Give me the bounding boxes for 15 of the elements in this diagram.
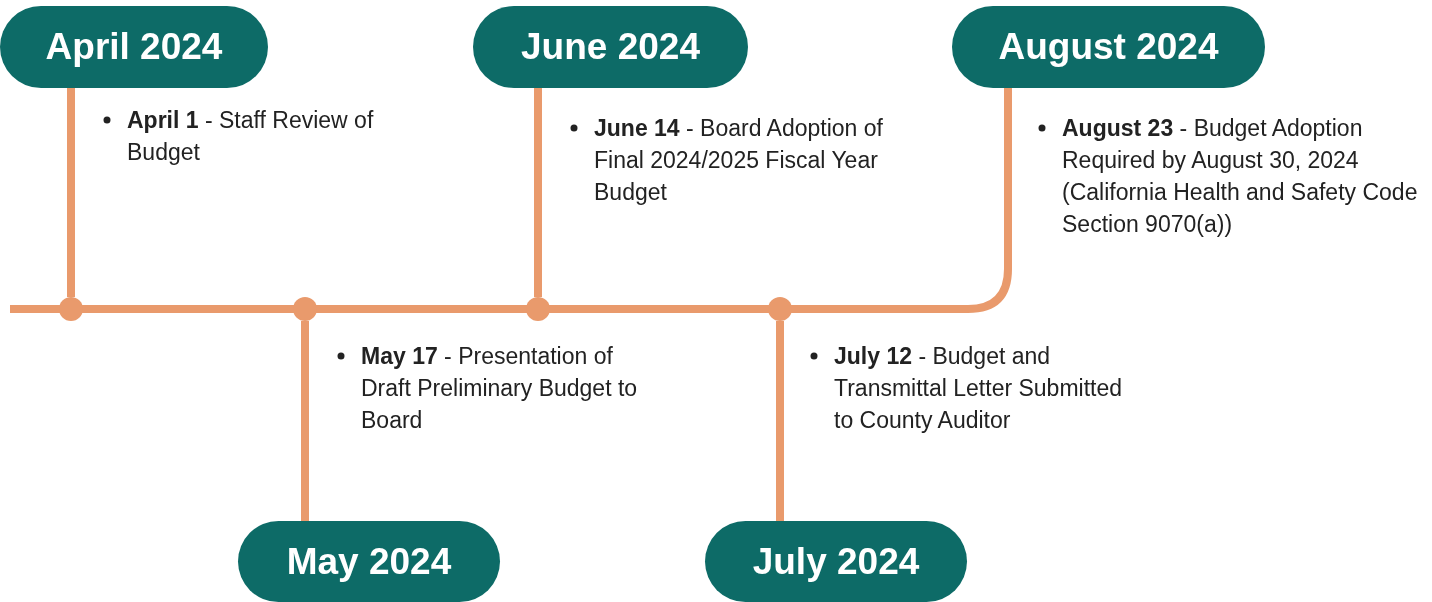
connector-line — [534, 88, 542, 297]
event-description: May 17 - Presentation of Draft Preliminary Budget to Board — [361, 342, 639, 435]
month-label: July 2024 — [705, 521, 967, 602]
event-description: August 23 - Budget Adoption Required by August 30, 2024 (California Health and Safety Code Section 9070(a)) — [1062, 114, 1419, 239]
event-description: July 12 - Budget and Transmittal Letter Submitted to County Auditor — [834, 342, 1124, 435]
month-label: June 2024 — [473, 6, 748, 88]
month-label: May 2024 — [238, 521, 500, 602]
event-description: June 14 - Board Adoption of Final 2024/2025 Fiscal Year Budget — [594, 114, 884, 207]
connector-line — [301, 321, 309, 521]
connector-line — [776, 321, 784, 521]
month-label: August 2024 — [952, 6, 1265, 88]
connector-line — [67, 88, 75, 297]
connector-line — [967, 88, 1012, 313]
month-label: April 2024 — [0, 6, 268, 88]
event-description: April 1 - Staff Review of Budget — [127, 106, 375, 167]
